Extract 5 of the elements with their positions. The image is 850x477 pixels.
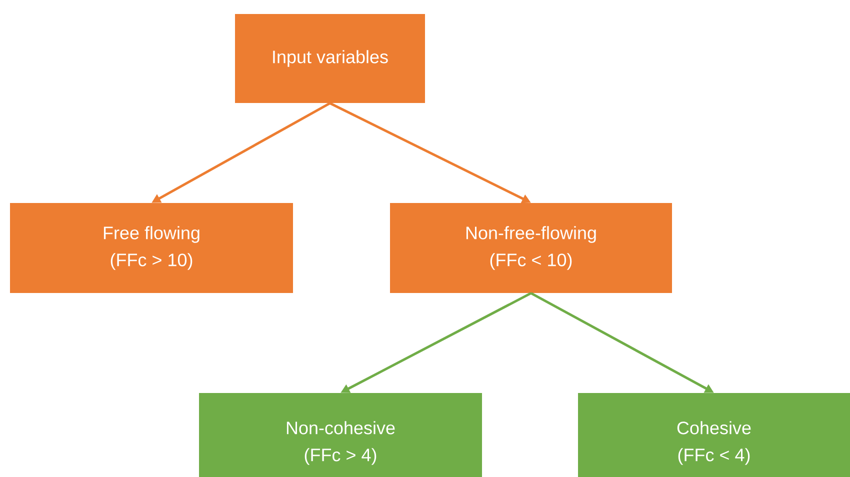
process-box: Input variables — [235, 14, 425, 103]
process-box: Non-free-flowing (FFc < 10) — [390, 203, 672, 293]
process-box: Cohesive (FFc < 4) — [578, 393, 850, 477]
process-box: Free flowing (FFc > 10) — [10, 203, 293, 293]
process-box: Non-cohesive (FFc > 4) — [199, 393, 482, 477]
